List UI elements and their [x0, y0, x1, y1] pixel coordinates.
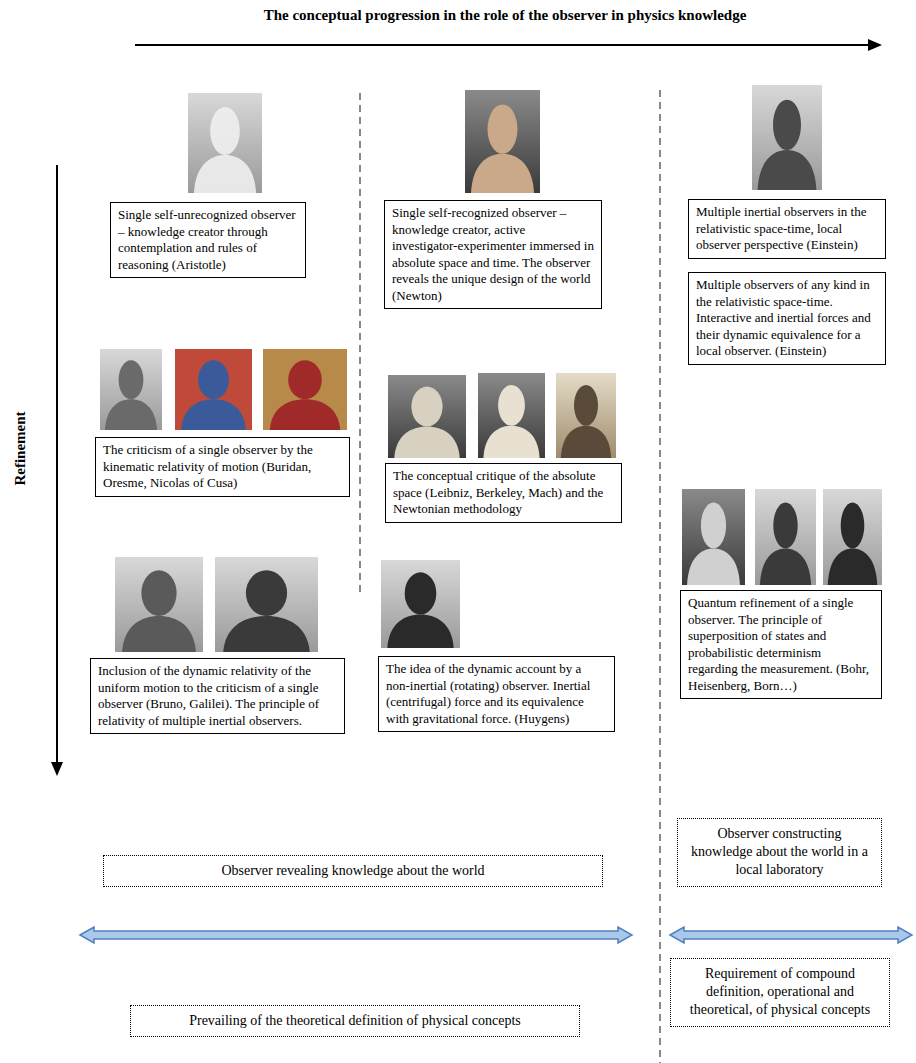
- progress-arrow: [135, 44, 872, 46]
- box-text: Prevailing of the theoretical definition…: [141, 1012, 569, 1030]
- box-text: The idea of the dynamic account by a non…: [386, 661, 607, 727]
- box-text: Requirement of compound definition, oper…: [681, 965, 879, 1020]
- summary-box: Requirement of compound definition, oper…: [670, 958, 890, 1027]
- divider-line: [659, 90, 661, 1063]
- double-arrow: [80, 927, 632, 943]
- axis-label: Refinement: [12, 399, 29, 499]
- summary-box: Observer constructing knowledge about th…: [677, 818, 882, 887]
- box-text: Single self-unrecognized observer – know…: [118, 207, 298, 273]
- double-arrow: [670, 927, 912, 943]
- divider-line: [359, 93, 361, 596]
- box-text: Inclusion of the dynamic relativity of t…: [98, 663, 337, 729]
- concept-box: Inclusion of the dynamic relativity of t…: [90, 658, 345, 734]
- concept-box: The criticism of a single observer by th…: [95, 437, 350, 497]
- box-text: The criticism of a single observer by th…: [103, 442, 342, 492]
- box-text: Observer revealing knowledge about the w…: [114, 862, 592, 880]
- box-text: Multiple inertial observers in the relat…: [696, 204, 878, 254]
- concept-box: The idea of the dynamic account by a non…: [378, 656, 615, 732]
- arrow-head: [868, 39, 882, 51]
- summary-box: Prevailing of the theoretical definition…: [130, 1005, 580, 1037]
- concept-box: Quantum refinement of a single observer.…: [680, 590, 882, 699]
- box-text: Single self-recognized observer – knowle…: [392, 205, 594, 304]
- summary-box: Observer revealing knowledge about the w…: [103, 855, 603, 887]
- arrow-head: [51, 762, 63, 776]
- box-text: Multiple observers of any kind in the re…: [696, 277, 878, 360]
- diagram-title: The conceptual progression in the role o…: [110, 7, 900, 24]
- box-text: The conceptual critique of the absolute …: [393, 468, 614, 518]
- concept-box: The conceptual critique of the absolute …: [385, 463, 622, 523]
- portraits: [100, 85, 882, 652]
- concept-box: Multiple observers of any kind in the re…: [688, 272, 886, 365]
- concept-box: Single self-unrecognized observer – know…: [110, 202, 306, 278]
- concept-box: Multiple inertial observers in the relat…: [688, 199, 886, 259]
- box-text: Observer constructing knowledge about th…: [688, 825, 871, 880]
- refinement-arrow: [56, 165, 58, 765]
- box-text: Quantum refinement of a single observer.…: [688, 595, 874, 694]
- concept-box: Single self-recognized observer – knowle…: [384, 200, 602, 309]
